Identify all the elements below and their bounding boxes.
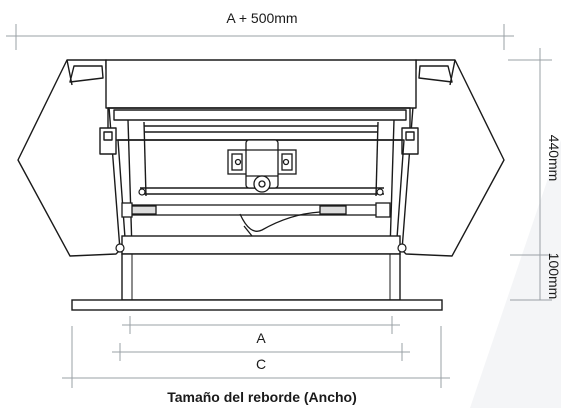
base-assembly [71, 235, 443, 311]
dimension-inner-a: A [256, 330, 266, 346]
top-cap [105, 59, 417, 109]
right-hood-inner [418, 65, 453, 83]
pivot-bolts [115, 188, 407, 253]
flange-size-caption: Tamaño del reborde (Ancho) [167, 389, 357, 405]
right-hood [401, 59, 505, 257]
background-shade [470, 140, 561, 408]
collar [121, 235, 401, 255]
inner-frame [107, 107, 411, 141]
damper-shaft [121, 202, 391, 237]
dimension-height-upper: 440mm [546, 135, 561, 182]
dimension-top-width: A + 500mm [226, 10, 297, 26]
motor-assembly [227, 139, 297, 193]
dimension-inner-c: C [256, 356, 266, 372]
left-hood [17, 59, 121, 257]
base-body [121, 253, 401, 301]
flange [71, 299, 443, 311]
dimension-height-lower: 100mm [546, 253, 561, 300]
dimension-lines [6, 24, 552, 388]
fan-housing [17, 59, 505, 257]
left-hood-inner [69, 65, 104, 83]
